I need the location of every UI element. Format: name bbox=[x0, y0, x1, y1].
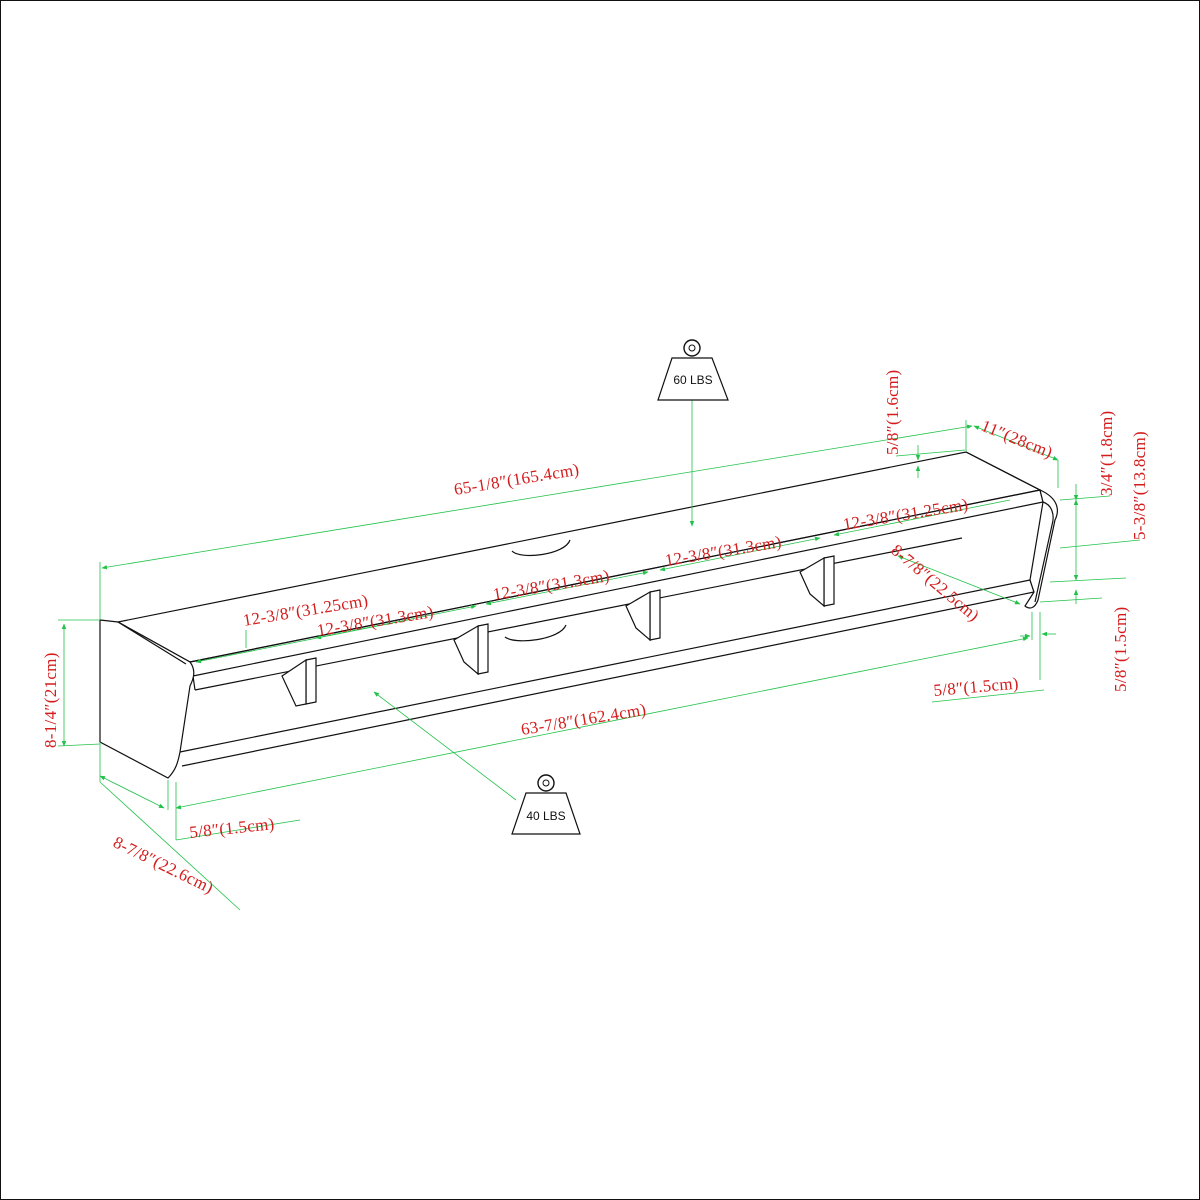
divider-3-side bbox=[625, 590, 651, 642]
divider-2 bbox=[477, 623, 489, 675]
label-right-bottom-vert: 5/8″(1.5cm) bbox=[1111, 607, 1130, 692]
divider-2-side bbox=[453, 624, 479, 676]
divider-1 bbox=[305, 657, 317, 705]
weight-icon-bottom: 40 LBS bbox=[511, 774, 581, 835]
dimension-lines bbox=[57, 400, 1141, 911]
right-side-panel bbox=[965, 451, 1058, 609]
label-depth-top: 11″(28cm) bbox=[979, 416, 1056, 462]
divider-4 bbox=[823, 555, 835, 607]
divider-1-side bbox=[281, 658, 307, 707]
label-top-thickness: 5/8″(1.6cm) bbox=[883, 370, 902, 455]
label-left-bottom: 5/8″(1.5cm) bbox=[188, 814, 275, 842]
label-height-left: 8-1/4″(21cm) bbox=[41, 652, 60, 748]
weight-label-top: 60 LBS bbox=[673, 373, 712, 387]
cable-cutout-bottom bbox=[504, 624, 567, 642]
label-opening-height: 5-3/8″(13.8cm) bbox=[1130, 431, 1149, 540]
divider-4-side bbox=[799, 556, 825, 608]
weight-icon-top: 60 LBS bbox=[657, 339, 729, 401]
label-right-bottom-horiz: 5/8″(1.5cm) bbox=[933, 674, 1020, 700]
label-depth-left: 8-7/8″(22.6cm) bbox=[110, 833, 216, 898]
label-inner-length: 63-7/8″(162.4cm) bbox=[520, 700, 648, 739]
label-side-top: 3/4″(1.8cm) bbox=[1097, 411, 1116, 496]
divider-3 bbox=[649, 589, 661, 641]
weight-label-bottom: 40 LBS bbox=[526, 809, 565, 823]
